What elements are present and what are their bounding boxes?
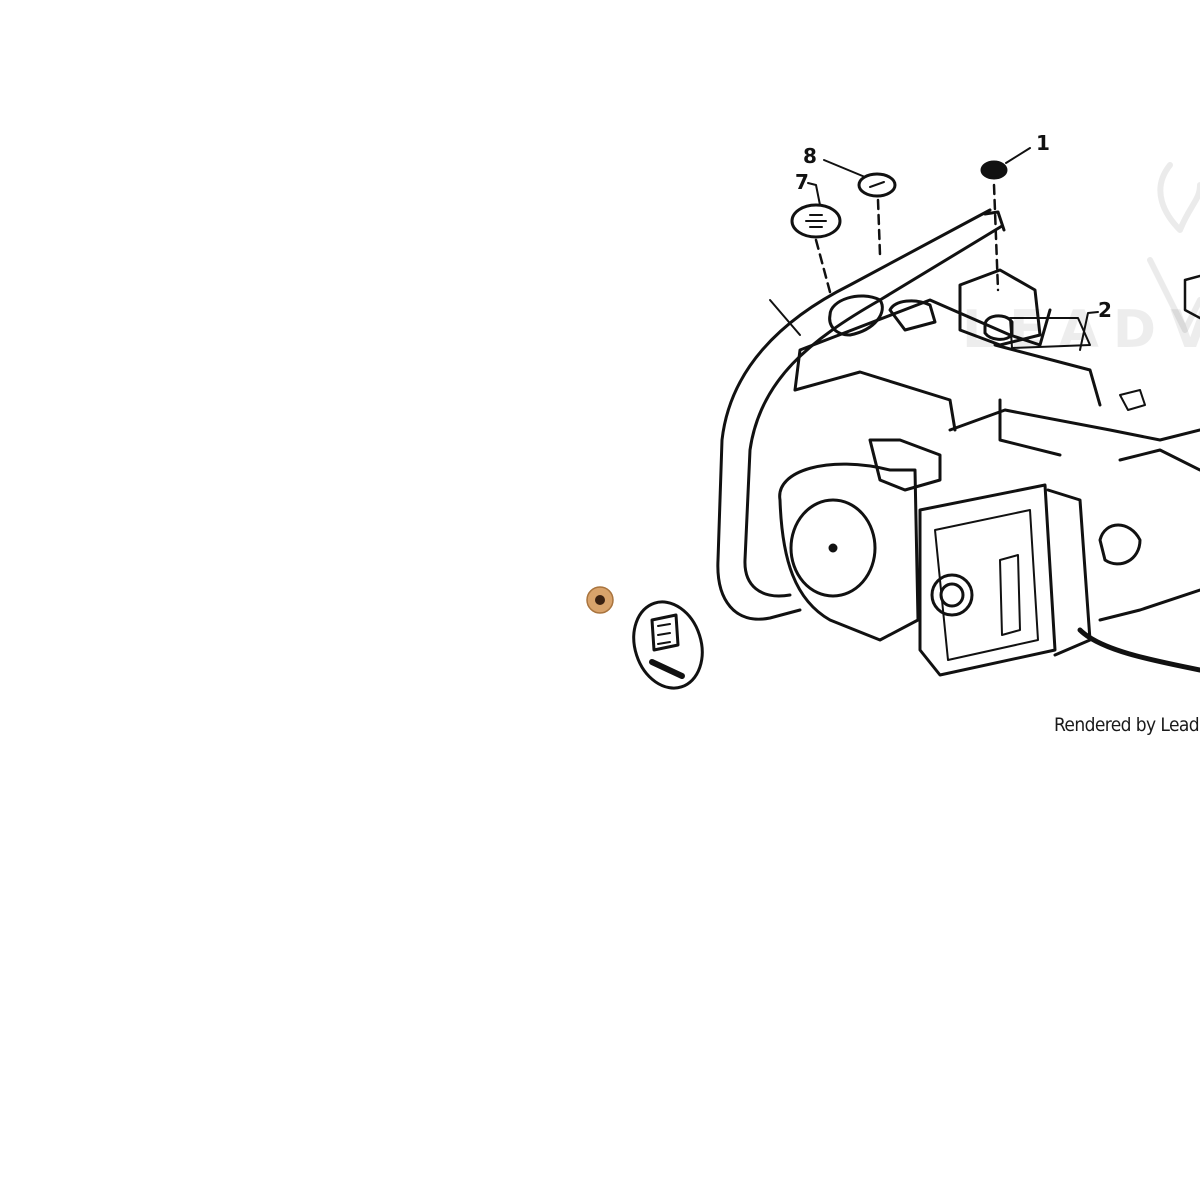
callout-1: 1: [1036, 131, 1050, 155]
front-handle: [716, 208, 1006, 621]
part-1-plug: [980, 160, 1008, 180]
engine-body: [793, 268, 1200, 457]
callout-leaders: [807, 147, 1099, 351]
brand-plate: [632, 600, 704, 690]
callout-2: 2: [1098, 298, 1112, 322]
part-8-cap: [857, 172, 897, 198]
callout-8: 8: [803, 144, 817, 168]
callout-7: 7: [795, 170, 809, 194]
leader-lines: [814, 183, 1000, 294]
watermark-text: LEADVE: [962, 300, 1200, 360]
part-7-emblem: [790, 203, 842, 239]
air-filter-cover: [918, 483, 1092, 677]
watermark-logo: [1147, 162, 1200, 333]
rear-parts: [1077, 274, 1200, 673]
rendered-by-footer: Rendered by Lead': [1054, 714, 1200, 736]
highlighted-screw: [586, 586, 614, 614]
starter-housing: [778, 438, 942, 642]
